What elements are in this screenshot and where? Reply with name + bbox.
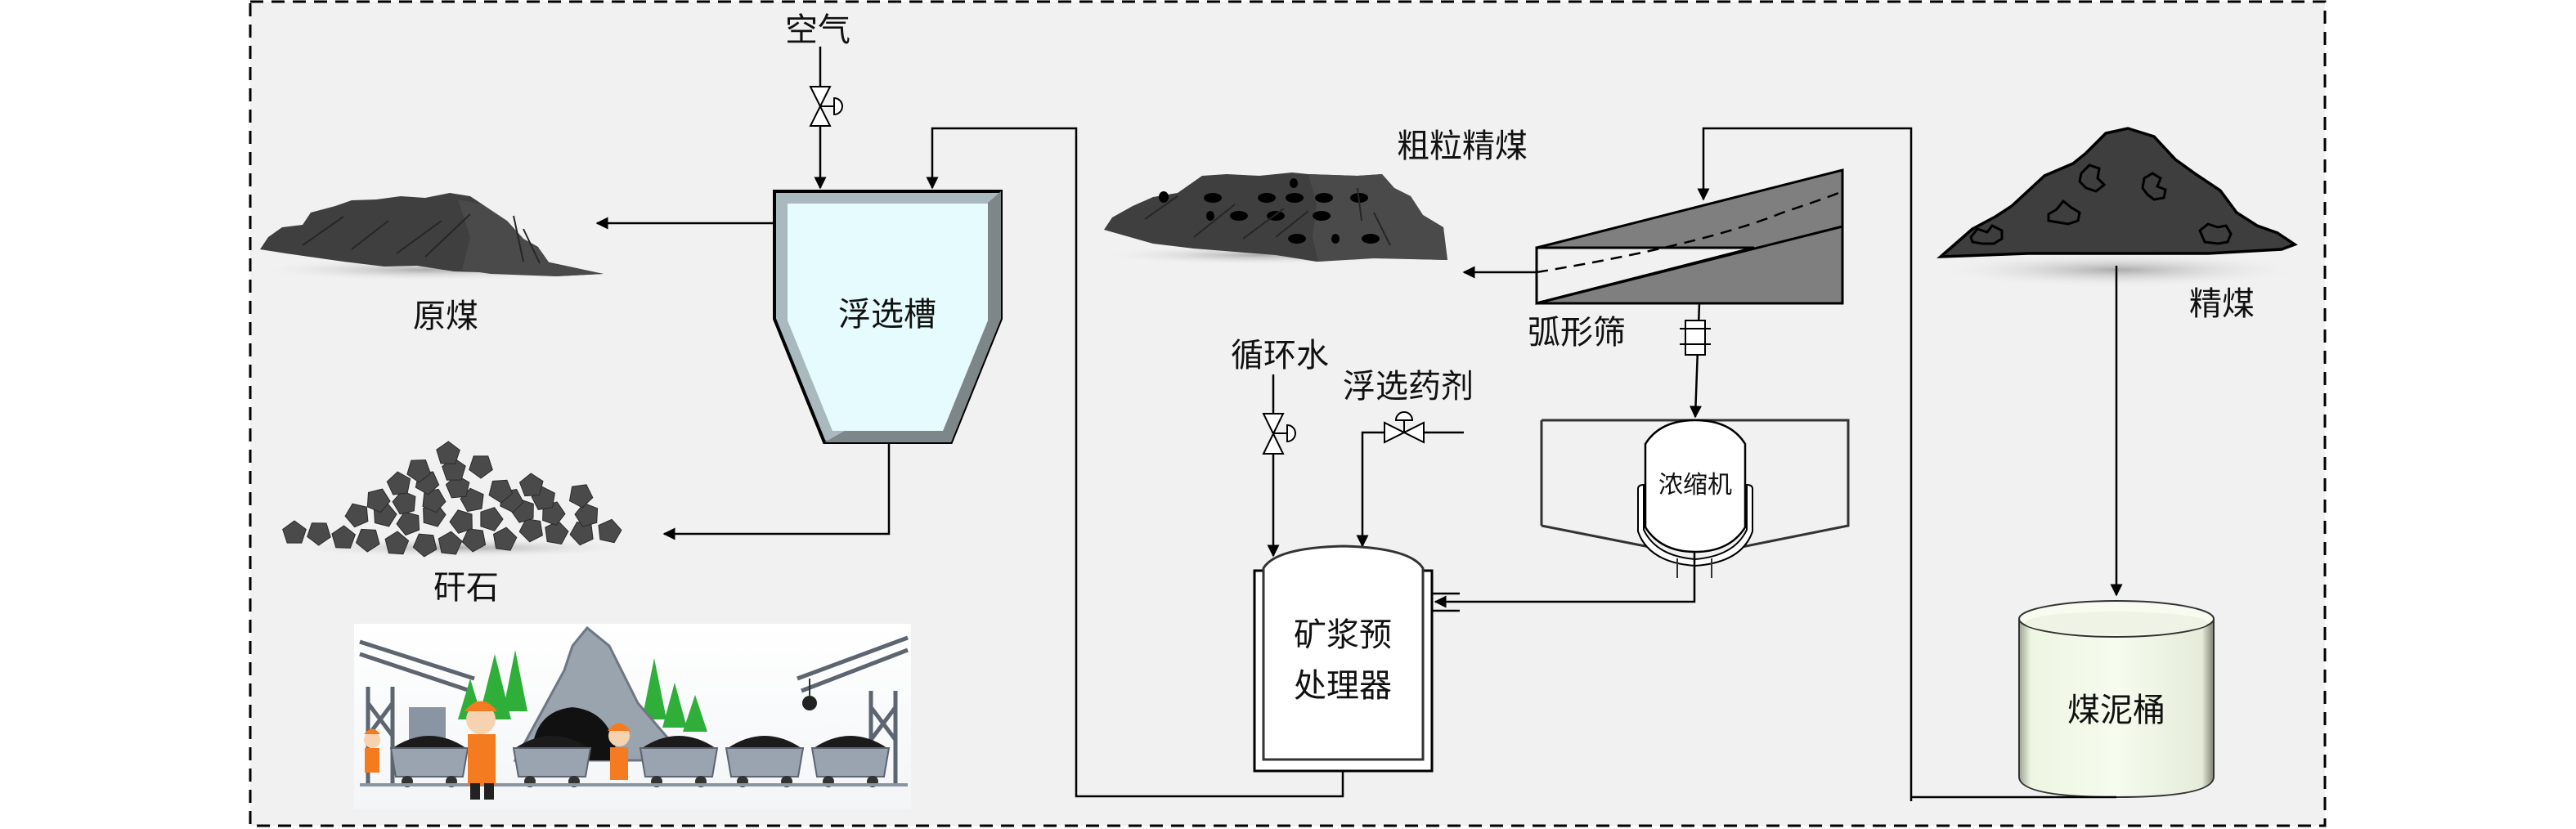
circulating-water-label: 循环水 xyxy=(1231,337,1329,374)
slime-bucket[interactable]: 煤泥桶 xyxy=(2018,600,2215,799)
mine-cart xyxy=(810,736,891,787)
gangue-rock xyxy=(366,488,391,513)
gangue-rock xyxy=(480,507,504,531)
gangue-rock xyxy=(355,528,380,553)
water-valve-icon[interactable] xyxy=(1262,413,1296,455)
gangue-rock xyxy=(344,503,369,528)
coal-mine-illustration xyxy=(354,624,911,809)
pulp-pretreatment-label-line1: 矿浆预 xyxy=(1294,616,1392,654)
gangue-rock xyxy=(518,473,544,497)
reagent-valve-icon[interactable] xyxy=(1384,411,1425,444)
gangue-rock xyxy=(386,471,411,495)
gangue-rock xyxy=(568,484,594,509)
gangue-rock xyxy=(412,533,438,558)
gangue-rock xyxy=(331,525,356,549)
slime-bucket-label: 煤泥桶 xyxy=(2067,692,2165,729)
air-valve-icon[interactable] xyxy=(809,86,843,127)
gangue-rock xyxy=(282,520,307,544)
raw-coal-pile xyxy=(254,193,604,281)
mine-cart xyxy=(512,736,592,787)
clean-coal-pile xyxy=(1930,127,2306,288)
raw-coal-label: 原煤 xyxy=(413,298,478,335)
arc-sieve-label: 弧形筛 xyxy=(1528,314,1626,352)
pulp-pretreatment-vessel[interactable]: 矿浆预 处理器 xyxy=(1253,544,1434,773)
flange-icon xyxy=(1680,320,1711,356)
gangue-rock xyxy=(598,518,622,544)
coarse-clean-coal-label: 粗粒精煤 xyxy=(1397,128,1528,165)
gangue-pile xyxy=(282,441,642,558)
gangue-rock xyxy=(469,455,493,479)
gangue-rock xyxy=(488,479,514,504)
gangue-rock xyxy=(307,522,331,546)
gangue-rock xyxy=(449,509,473,534)
thickener[interactable]: 浓缩机 xyxy=(1540,419,1850,578)
flotation-reagent-label: 浮选药剂 xyxy=(1343,368,1474,406)
flotation-cell-label: 浮选槽 xyxy=(838,296,936,334)
coarse-clean-coal-pile xyxy=(1096,173,1447,265)
thickener-label: 浓缩机 xyxy=(1658,471,1732,500)
gangue-rock xyxy=(406,459,431,483)
gangue-rock xyxy=(438,531,463,555)
gangue-label: 矸石 xyxy=(433,569,499,607)
gangue-rock xyxy=(569,521,594,546)
clean-coal-label: 精煤 xyxy=(2189,285,2255,323)
flotation-cell[interactable]: 浮选槽 xyxy=(773,190,1003,444)
pulp-pretreatment-label-line2: 处理器 xyxy=(1294,667,1392,705)
arc-sieve[interactable] xyxy=(1535,168,1844,305)
gangue-rock xyxy=(545,520,569,545)
gangue-rock xyxy=(384,531,410,555)
air-label: 空气 xyxy=(785,11,850,49)
gangue-rock xyxy=(492,527,518,551)
gangue-rock xyxy=(436,441,460,464)
